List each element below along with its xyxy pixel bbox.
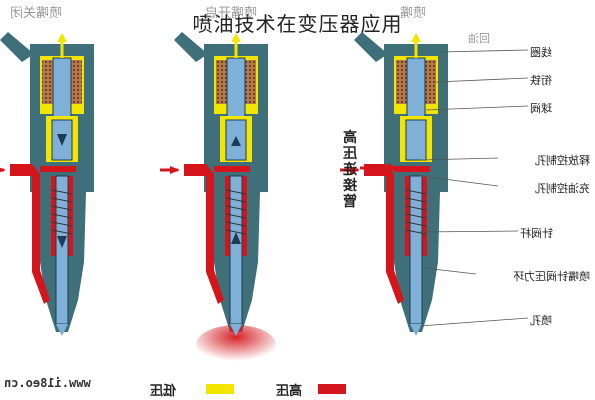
injector-1-spring-turn-2 — [51, 205, 73, 211]
injector-2-spring-turn-4 — [225, 221, 247, 227]
injector-1-needle-down-arrow-lower — [57, 236, 67, 248]
high-pressure-connector-label: 高压连接管 — [343, 130, 357, 210]
injector-1-feed-orifice — [40, 166, 76, 172]
injector-1-spring-turn-3 — [51, 213, 73, 219]
label-ball-valve: 球阀 — [530, 102, 552, 115]
caption-closed: 喷嘴关闭 — [10, 6, 63, 21]
injector-1-return-arrow-head — [57, 33, 67, 42]
injector-1-spring-turn-5 — [51, 229, 73, 235]
injector-3-coil-right — [424, 60, 436, 104]
injector-1-needle — [55, 175, 69, 325]
injector-2-needle-up-arrow-lower — [231, 232, 241, 244]
legend-high-label: 高压 — [276, 384, 303, 399]
injector-3-return-arrow-head — [411, 33, 421, 42]
injector-3-coil-left — [396, 60, 408, 104]
injector-2-spring-turn-2 — [225, 205, 247, 211]
leader-line-7 — [419, 317, 529, 327]
injector-2-fuel-spray — [196, 325, 276, 365]
caption-opening: 喷嘴开启 — [205, 6, 258, 21]
injector-1-armature — [52, 57, 72, 123]
leader-line-2 — [425, 105, 529, 111]
label-coil: 线圈 — [530, 46, 552, 59]
label-needle-rod: 针阀杆 — [520, 227, 553, 240]
injector-3-spring-turn-0 — [405, 189, 427, 195]
injector-1-spring-turn-0 — [51, 189, 73, 195]
injector-2-needle-tip — [230, 324, 242, 336]
leader-line-3 — [419, 157, 499, 161]
injector-2-needle-up-arrow — [231, 136, 241, 146]
injector-2-armature — [226, 57, 246, 123]
leader-line-5 — [419, 230, 519, 233]
injector-2-feed-orifice — [214, 166, 250, 172]
injector-3-spring-turn-3 — [405, 213, 427, 219]
injector-2-coil-right — [244, 60, 256, 104]
label-nozzle-hole: 喷孔 — [530, 314, 552, 327]
injector-2-coil-left — [216, 60, 228, 104]
injector-2-needle — [229, 175, 243, 325]
injector-3-spring-turn-2 — [405, 205, 427, 211]
leader-line-6 — [423, 267, 477, 275]
legend-low-swatch — [206, 384, 234, 394]
leader-line-0 — [439, 49, 529, 53]
label-fill-orifice: 充油控制孔 — [535, 182, 590, 195]
injector-3-return-pipe — [354, 32, 388, 62]
injector-1-high-pressure-passage — [10, 164, 50, 304]
injector-3-feed-orifice — [394, 166, 430, 172]
label-armature: 衔铁 — [530, 74, 552, 87]
legend-low-label: 低压 — [150, 384, 177, 399]
connector-arrow-head — [388, 163, 398, 173]
injector-2-spring-turn-3 — [225, 213, 247, 219]
injector-3-high-pressure-passage — [364, 164, 404, 304]
return-oil-label: 回油 — [468, 32, 490, 45]
page-title: 喷油技术在变压器应用 — [192, 12, 403, 36]
leader-line-4 — [419, 175, 499, 187]
injector-3-spring-turn-5 — [405, 229, 427, 235]
injector-1-coil-right — [70, 60, 82, 104]
caption-structure: 喷嘴 — [400, 6, 427, 21]
injector-1-spring-turn-1 — [51, 197, 73, 203]
injector-3-spring-turn-1 — [405, 197, 427, 203]
legend-high-swatch — [318, 384, 346, 394]
injector-1-return-pipe — [0, 32, 34, 62]
watermark-url: www.i18eo.cn — [4, 376, 91, 390]
injector-2-return-pipe — [174, 32, 208, 62]
label-release-orifice: 释放控制孔 — [535, 154, 590, 167]
injector-1-spring-turn-4 — [51, 221, 73, 227]
label-pressure-ring: 喷嘴针阀压力环 — [513, 270, 590, 283]
injector-2-spring-turn-0 — [225, 189, 247, 195]
injector-1-coil-left — [42, 60, 54, 104]
injector-2-high-pressure-passage — [184, 164, 224, 304]
leader-line-1 — [435, 77, 529, 83]
injector-2-return-arrow-head — [231, 33, 241, 42]
injector-3-needle — [409, 175, 423, 325]
injector-2-spring-turn-1 — [225, 197, 247, 203]
injector-3-armature — [406, 57, 426, 123]
injector-3-spring-turn-4 — [405, 221, 427, 227]
injector-3-needle-tip — [410, 324, 422, 336]
injector-3-control-plunger — [405, 119, 427, 161]
injector-1-needle-tip — [56, 324, 68, 336]
injector-1-needle-down-arrow — [57, 134, 67, 146]
